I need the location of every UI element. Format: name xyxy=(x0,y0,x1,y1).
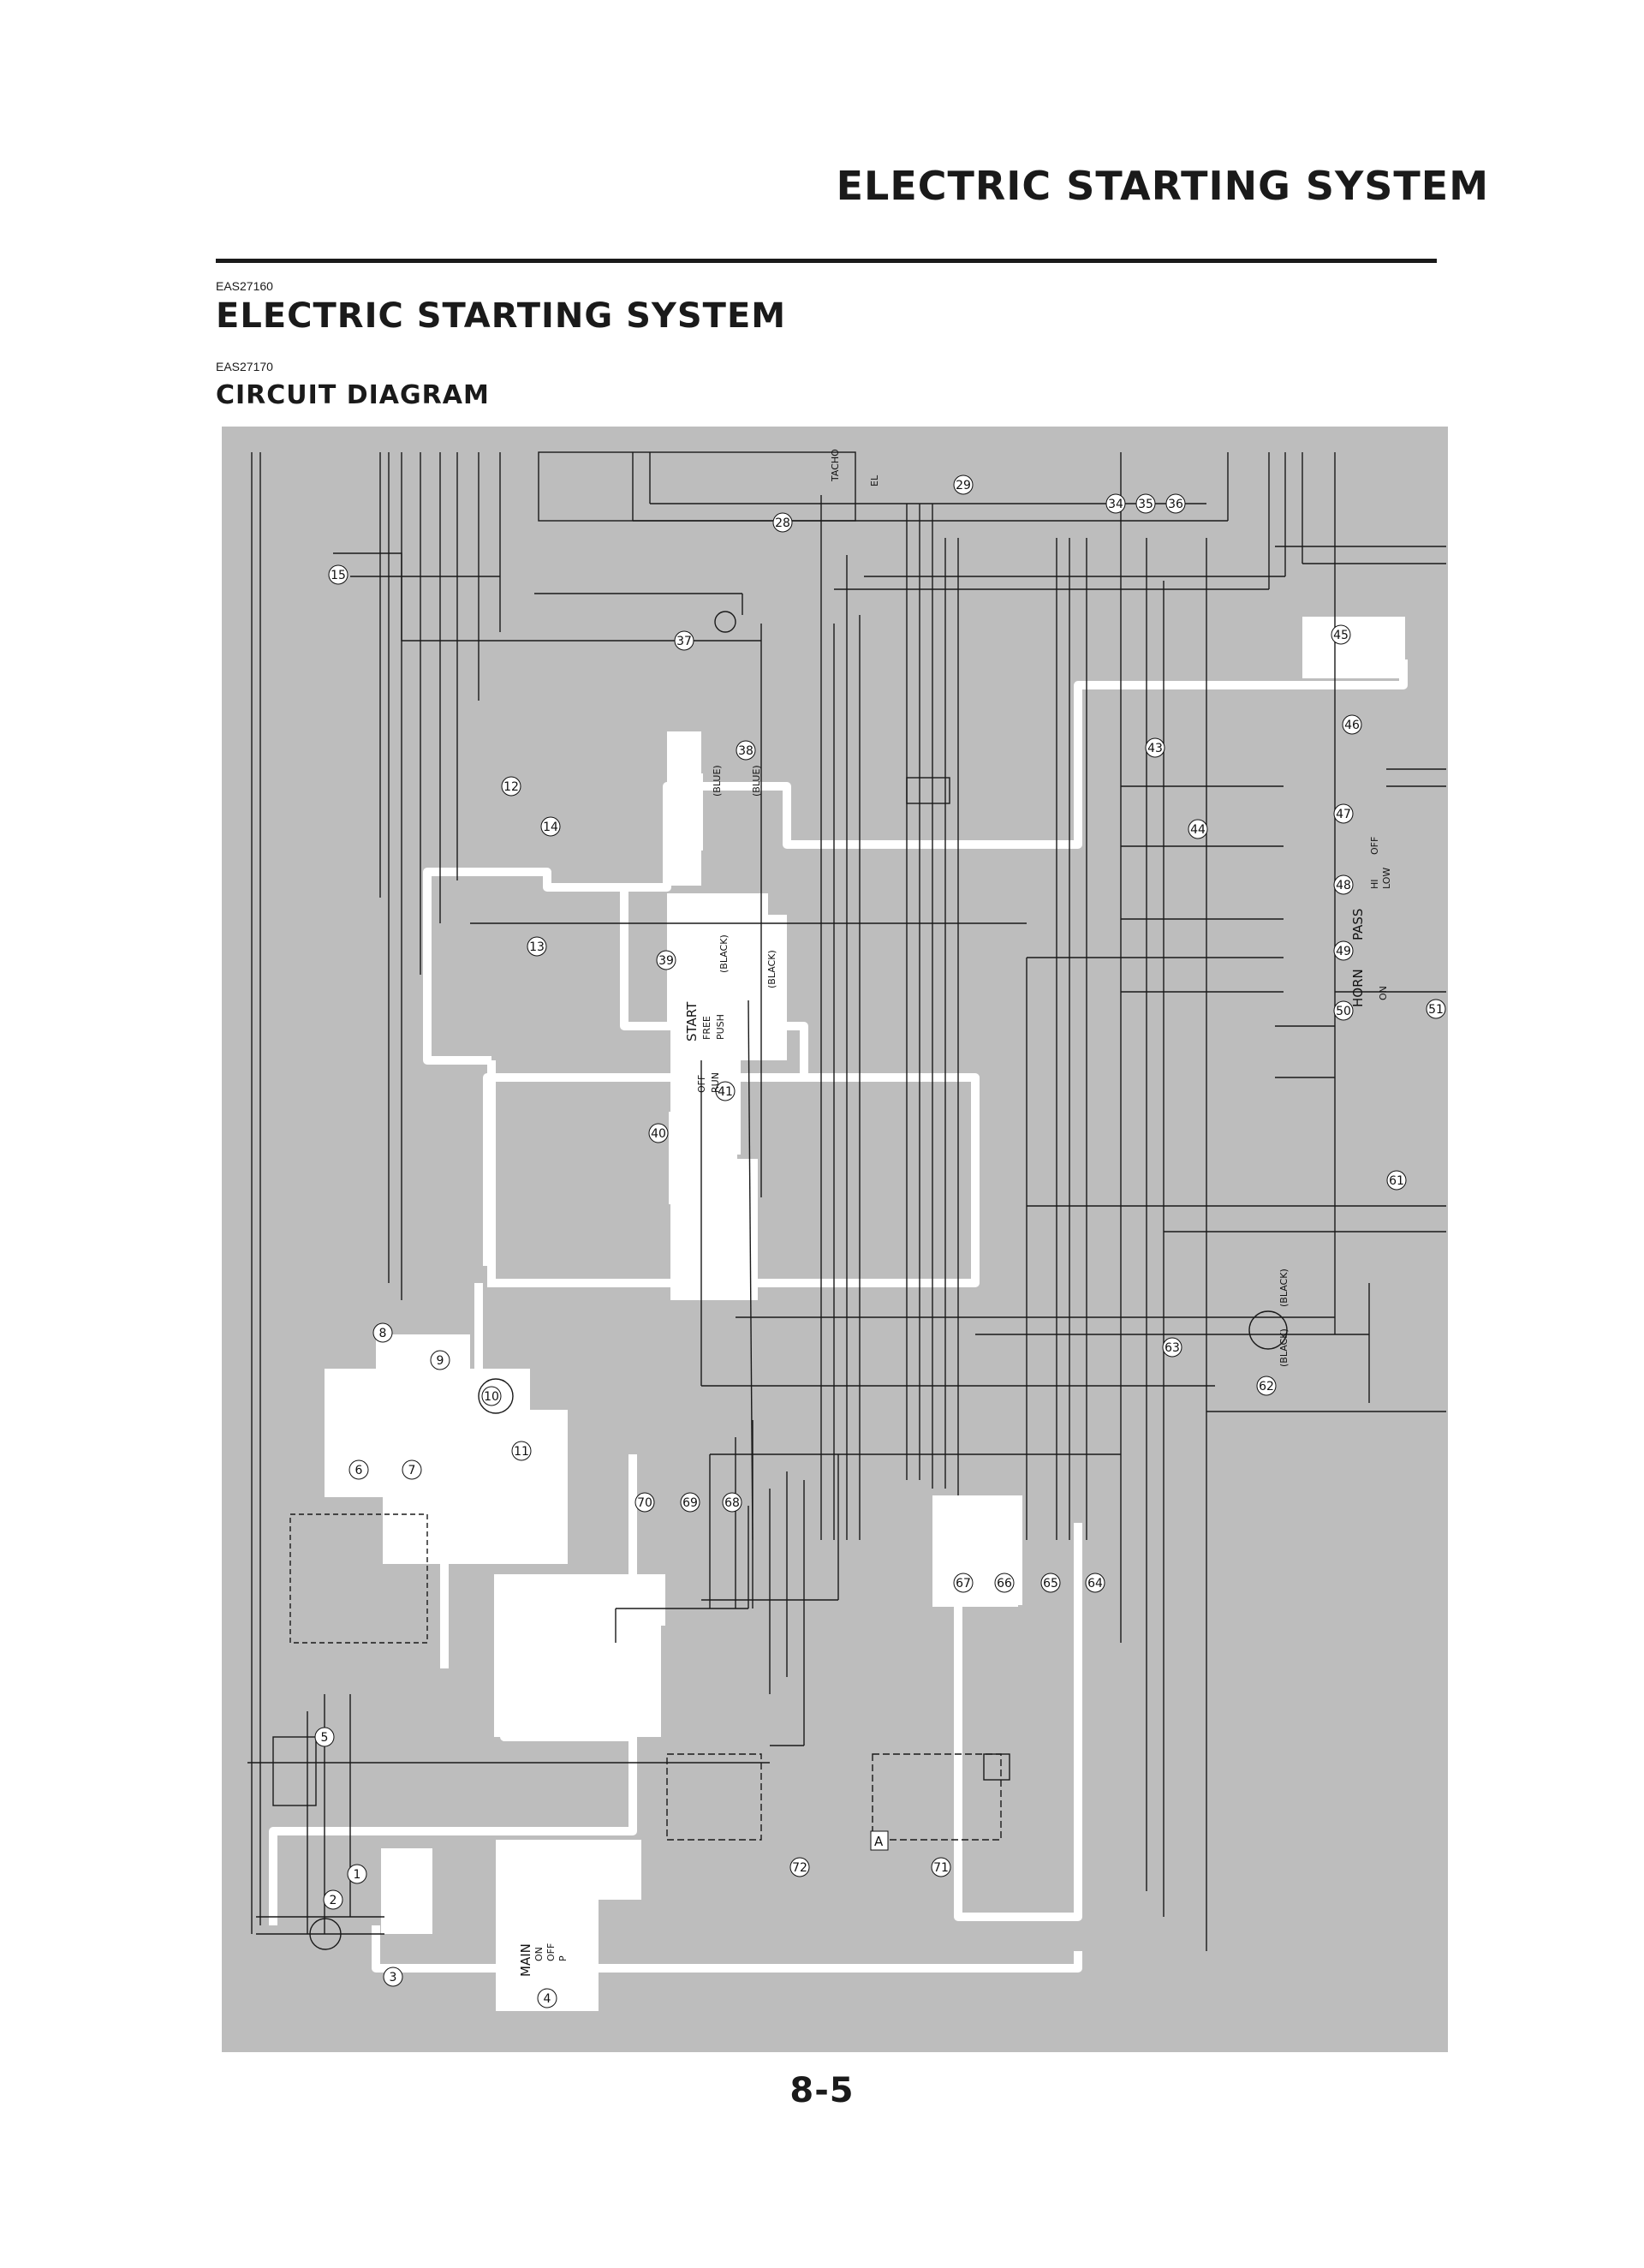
component-number: 41 xyxy=(718,1085,733,1099)
component-number: 70 xyxy=(637,1496,652,1510)
component-number: 65 xyxy=(1043,1577,1058,1591)
engine-stop-off-label: OFF xyxy=(696,1075,707,1093)
main-p-label: P xyxy=(557,1955,569,1961)
box-a-label: A xyxy=(874,1834,884,1849)
black-label-3: (BLACK) xyxy=(1278,1268,1290,1307)
component-number: 8 xyxy=(379,1327,387,1340)
component-number: 40 xyxy=(651,1127,666,1141)
component-number: 10 xyxy=(484,1390,499,1404)
component-number: 51 xyxy=(1428,1003,1444,1017)
component-number: 48 xyxy=(1336,879,1351,892)
component-number: 43 xyxy=(1147,742,1163,755)
component-number: 38 xyxy=(738,744,754,758)
component-number: 71 xyxy=(933,1861,949,1875)
subsection-title: CIRCUIT DIAGRAM xyxy=(216,380,490,410)
component-number: 62 xyxy=(1259,1380,1274,1394)
component-number: 47 xyxy=(1336,808,1351,821)
section-code: EAS27160 xyxy=(216,279,273,293)
component-number: 49 xyxy=(1336,945,1351,958)
el-label: EL xyxy=(869,474,880,486)
component-number: 29 xyxy=(956,479,971,492)
on-label: ON xyxy=(1378,986,1389,1000)
start-switch-label: START xyxy=(684,1001,700,1041)
component-number: 13 xyxy=(529,940,545,954)
component-number: 69 xyxy=(682,1496,698,1510)
start-free-label: FREE xyxy=(701,1016,712,1040)
start-push-label: PUSH xyxy=(715,1014,726,1040)
component-number: 36 xyxy=(1168,498,1183,511)
wiring xyxy=(247,452,1446,1951)
component-number: 3 xyxy=(390,1971,397,1984)
black-label-1: (BLACK) xyxy=(718,934,730,973)
component-number: 15 xyxy=(331,569,346,582)
engine-stop-run-label: RUN xyxy=(710,1072,721,1093)
component-number: 64 xyxy=(1087,1577,1103,1591)
component-number: 50 xyxy=(1336,1005,1351,1018)
switch-labels: START FREE PUSH OFF RUN MAIN ON OFF P PA… xyxy=(518,449,1392,1977)
main-switch-label: MAIN xyxy=(518,1943,533,1977)
component-number: 6 xyxy=(355,1464,363,1477)
hi-label: HI xyxy=(1369,879,1380,889)
page-number: 8-5 xyxy=(789,2071,855,2110)
subsection-code: EAS27170 xyxy=(216,360,273,373)
horn-label: HORN xyxy=(1350,969,1366,1007)
component-number: 4 xyxy=(544,1992,551,2006)
component-boxes xyxy=(325,617,1405,2011)
component-number: 7 xyxy=(408,1464,416,1477)
black-label-4: (BLACK) xyxy=(1278,1328,1290,1367)
component-number: 34 xyxy=(1108,498,1123,511)
component-number: 11 xyxy=(514,1445,529,1459)
pass-label: PASS xyxy=(1350,909,1366,940)
page-header-title: ELECTRIC STARTING SYSTEM xyxy=(836,163,1489,209)
section-title: ELECTRIC STARTING SYSTEM xyxy=(216,296,787,336)
component-number: 1 xyxy=(354,1868,361,1882)
main-off-label: OFF xyxy=(545,1943,557,1961)
off-label: OFF xyxy=(1369,837,1380,855)
component-symbols xyxy=(272,451,1288,1950)
component-number: 66 xyxy=(997,1577,1012,1591)
component-number: 12 xyxy=(503,780,519,794)
low-label: LOW xyxy=(1381,868,1392,889)
component-number: 35 xyxy=(1138,498,1153,511)
component-number: 67 xyxy=(956,1577,971,1591)
component-number: 14 xyxy=(543,821,558,834)
blue-label-1: (BLUE) xyxy=(712,765,723,797)
component-number: 45 xyxy=(1333,629,1349,642)
black-label-2: (BLACK) xyxy=(766,950,777,988)
component-number: 2 xyxy=(330,1894,337,1907)
diagram-background xyxy=(222,427,1448,2052)
component-number: 46 xyxy=(1344,719,1360,732)
component-number: 61 xyxy=(1389,1174,1404,1188)
blue-label-2: (BLUE) xyxy=(751,765,762,797)
component-callouts: 1 2 3 4 5 6 7 8 9 10 11 12 13 14 15 28 2… xyxy=(314,474,1446,2008)
component-number: 5 xyxy=(321,1731,329,1745)
header-divider xyxy=(216,259,1437,263)
component-number: 39 xyxy=(658,954,674,968)
component-number: 63 xyxy=(1164,1341,1180,1355)
tacho-label: TACHO xyxy=(830,449,841,482)
component-number: 9 xyxy=(437,1354,444,1368)
component-number: 28 xyxy=(775,516,790,530)
main-on-label: ON xyxy=(533,1947,545,1961)
component-number: 44 xyxy=(1190,823,1206,837)
component-number: 68 xyxy=(724,1496,740,1510)
component-number: 72 xyxy=(792,1861,807,1875)
circuit-diagram: 1 2 3 4 5 6 7 8 9 10 11 12 13 14 15 28 2… xyxy=(222,427,1448,2052)
component-number: 37 xyxy=(676,635,692,648)
